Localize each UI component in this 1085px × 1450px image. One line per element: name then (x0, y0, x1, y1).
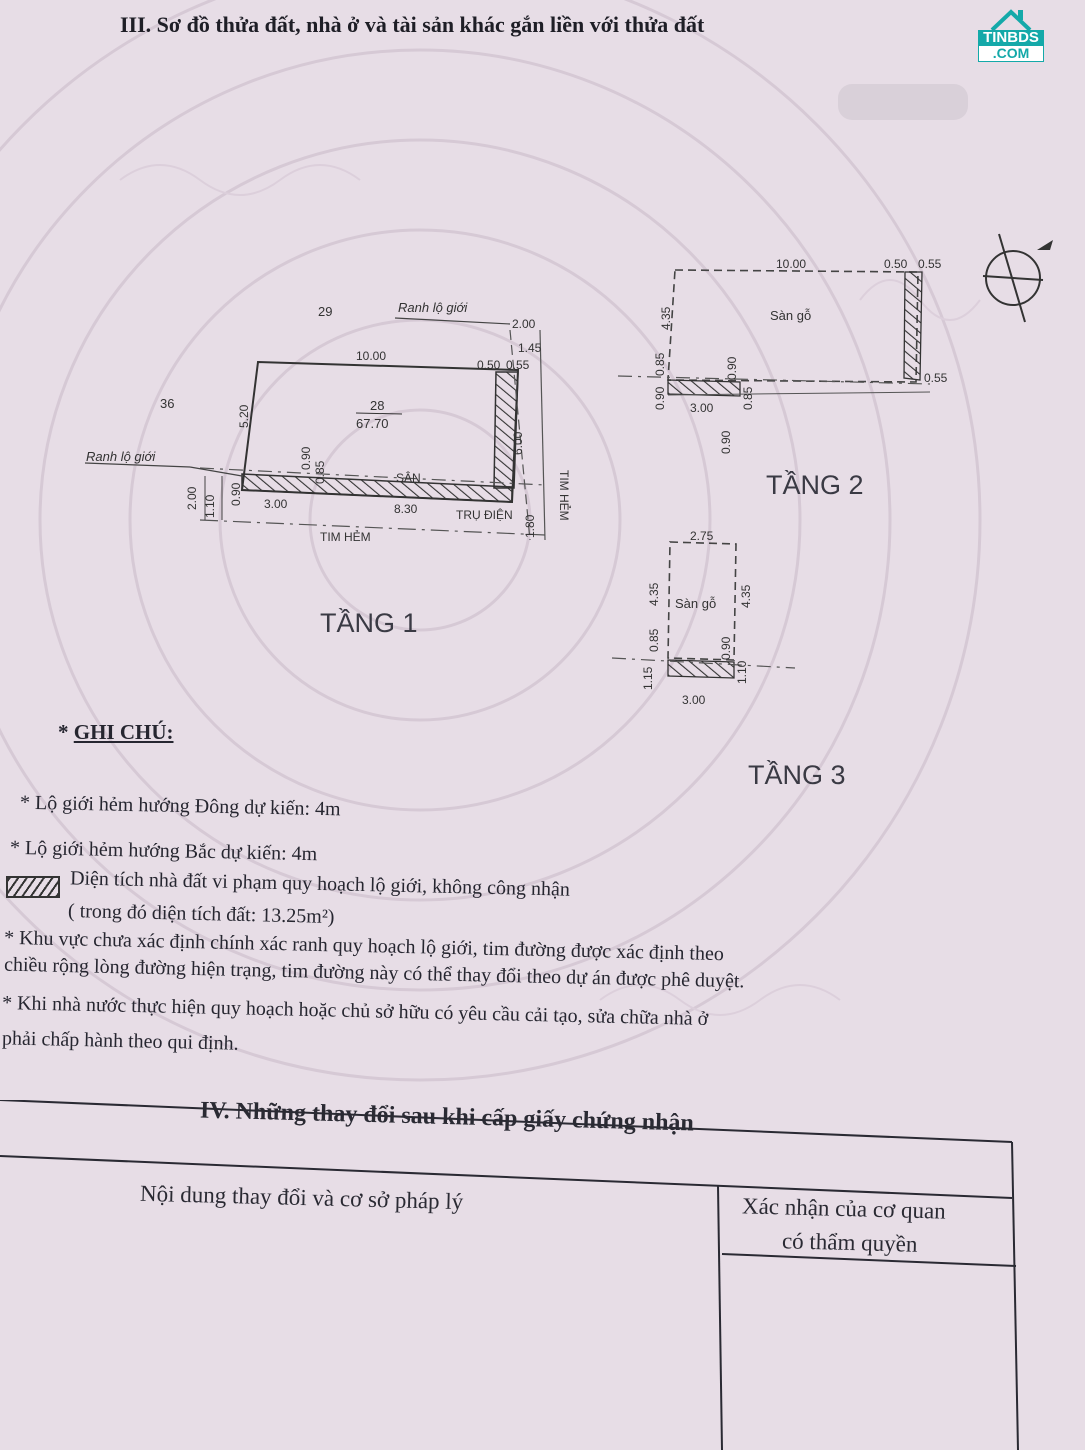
notes-heading-text: GHI CHÚ: (73, 720, 174, 744)
floor1-alley-center-right: TIM HẺM (557, 470, 572, 521)
dim-f2-left-a: 0.85 (653, 352, 667, 376)
dim-f1-top-right-b: 0.55 (506, 358, 530, 372)
floor1-title: TẦNG 1 (320, 607, 418, 638)
dim-f3-right-b: 1.10 (735, 660, 749, 684)
floor1-boundary-label-top: Ranh lộ giới (398, 300, 468, 315)
dim-f1-inner-b: 0.85 (313, 460, 327, 484)
dim-f3-bottom-width: 3.00 (682, 693, 706, 707)
north-arrow-icon (982, 233, 1053, 323)
dim-f1-right-depth: 6.00 (511, 431, 525, 455)
changes-column-confirm-header: Xác nhận của cơ quan (741, 1193, 947, 1224)
redacted-region (838, 84, 968, 120)
dim-f3-left-a: 0.85 (647, 628, 661, 652)
changes-column-confirm-header-line2: có thẩm quyền (781, 1228, 918, 1257)
floor1-yard-label: SÂN (396, 470, 421, 485)
logo-text-top: TINBDS (978, 30, 1044, 45)
floor1-boundary-label-left: Ranh lộ giới (86, 449, 156, 464)
floor2-title: TẦNG 2 (766, 469, 864, 500)
dim-f1-left-offset-a: 2.00 (185, 486, 199, 510)
floor2-plan: 10.00 0.50 0.55 0.55 4.35 0.85 0.90 0.90… (617, 257, 948, 500)
dim-f1-left-offset-c: 0.90 (229, 482, 243, 506)
dim-f2-inner-b: 0.85 (741, 386, 755, 410)
dim-f2-bottom-right: 0.55 (924, 371, 948, 385)
dim-f2-bottom-width: 3.00 (690, 401, 714, 415)
dim-f2-inner-a: 0.90 (725, 356, 739, 380)
dim-f1-left-offset-b: 1.10 (203, 494, 217, 518)
dim-f1-left-depth: 5.20 (237, 404, 251, 428)
floor1-plan: 29 36 Ranh lộ giới Ranh lộ giới 28 67.70… (84, 300, 572, 638)
dim-f3-left-height: 4.35 (647, 582, 661, 606)
dim-f2-left-b: 0.90 (653, 386, 667, 410)
logo-text-bottom: .COM (978, 45, 1044, 62)
floor1-neighbor-north: 29 (318, 304, 332, 319)
dim-f1-top-right-a: 0.50 (477, 358, 501, 372)
notes-heading-star: * (58, 720, 69, 744)
violation-hatch-swatch (6, 876, 60, 898)
floor1-pillar-label: TRỤ ĐIỆN (456, 507, 513, 522)
dim-f3-left-b: 1.15 (641, 666, 655, 690)
floor1-parcel-number: 28 (370, 398, 384, 413)
house-icon (990, 9, 1032, 32)
dim-f3-inner: 0.90 (719, 636, 733, 660)
floor1-neighbor-west: 36 (160, 396, 174, 411)
floor3-floor-label: Sàn gỗ (675, 596, 716, 611)
dim-f2-below: 0.90 (719, 430, 733, 454)
floor3-plan: 2.75 4.35 4.35 0.85 1.15 0.90 1.10 3.00 … (611, 529, 846, 790)
floor1-alley-center: TIM HẺM (320, 529, 371, 544)
dim-f1-bottom-left: 3.00 (264, 497, 288, 511)
dim-f2-top-right-a: 0.50 (884, 257, 908, 271)
floor1-area: 67.70 (356, 416, 389, 431)
floor3-title: TẦNG 3 (748, 759, 846, 790)
dim-f2-left-height: 4.35 (659, 306, 673, 330)
dim-f1-top-offset-a: 2.00 (512, 317, 536, 331)
changes-table (0, 1100, 1019, 1450)
dim-f1-top-length: 10.00 (356, 349, 386, 363)
dim-f1-bottom-right: 8.30 (394, 502, 418, 516)
dim-f1-bottom-right-offset: 1.80 (523, 514, 537, 538)
dim-f1-inner-a: 0.90 (299, 446, 313, 470)
notes-heading: * GHI CHÚ: (58, 720, 174, 745)
section-title: III. Sơ đồ thửa đất, nhà ở và tài sản kh… (120, 12, 705, 37)
floor2-floor-label: Sàn gỗ (770, 308, 811, 323)
dim-f3-top-width: 2.75 (690, 529, 714, 543)
dim-f2-top-length: 10.00 (776, 257, 806, 271)
site-watermark-logo: TINBDS .COM (978, 6, 1044, 62)
dim-f1-top-offset-b: 1.45 (518, 341, 542, 355)
dim-f2-top-right-b: 0.55 (918, 257, 942, 271)
dim-f3-right-height: 4.35 (739, 584, 753, 608)
